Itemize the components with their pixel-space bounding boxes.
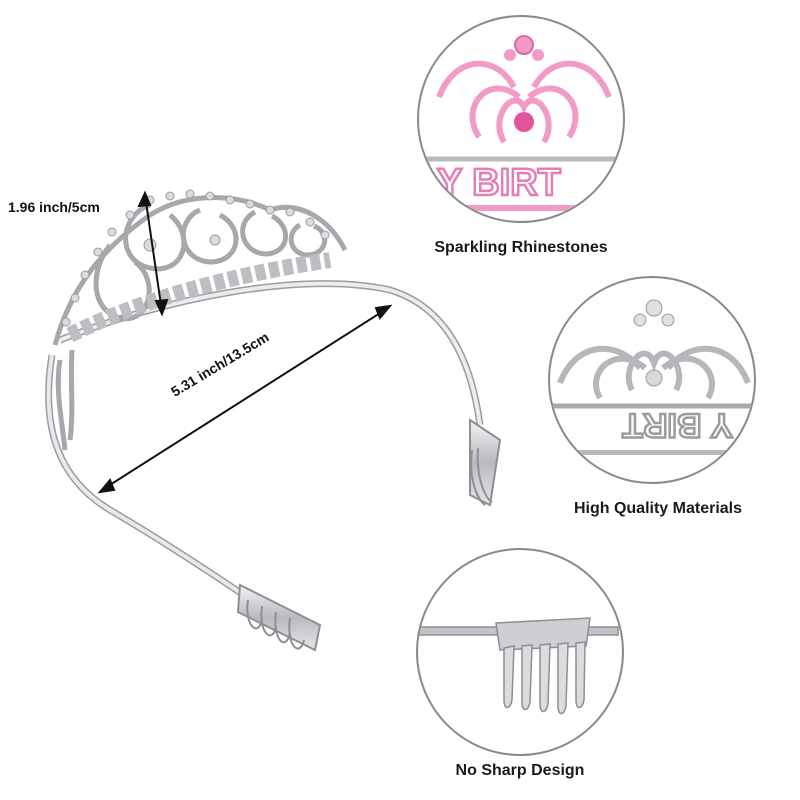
silver-crown-icon: Y BIRT <box>550 299 754 455</box>
crown-lettering-band <box>66 252 332 343</box>
silver-lettering: Y BIRT <box>622 406 733 444</box>
caption-high-quality-materials: High Quality Materials <box>573 500 743 517</box>
height-dimension-label: 1.96 inch/5cm <box>8 199 100 215</box>
comb-closeup <box>416 548 624 756</box>
silver-crown-closeup: Y BIRT <box>548 276 756 484</box>
right-comb <box>469 418 502 507</box>
bottom-comb <box>236 583 322 652</box>
pink-crown-icon: Y BIRT <box>419 35 623 211</box>
caption-sparkling-rhinestones: Sparkling Rhinestones <box>434 239 608 256</box>
height-arrow <box>137 190 169 317</box>
pink-crown-closeup: Y BIRT <box>417 15 625 223</box>
caption-no-sharp-design: No Sharp Design <box>455 762 585 779</box>
pink-lettering: Y BIRT <box>437 162 561 204</box>
rhinestones <box>61 189 330 327</box>
comb-icon <box>418 617 619 715</box>
width-arrow <box>97 304 393 494</box>
